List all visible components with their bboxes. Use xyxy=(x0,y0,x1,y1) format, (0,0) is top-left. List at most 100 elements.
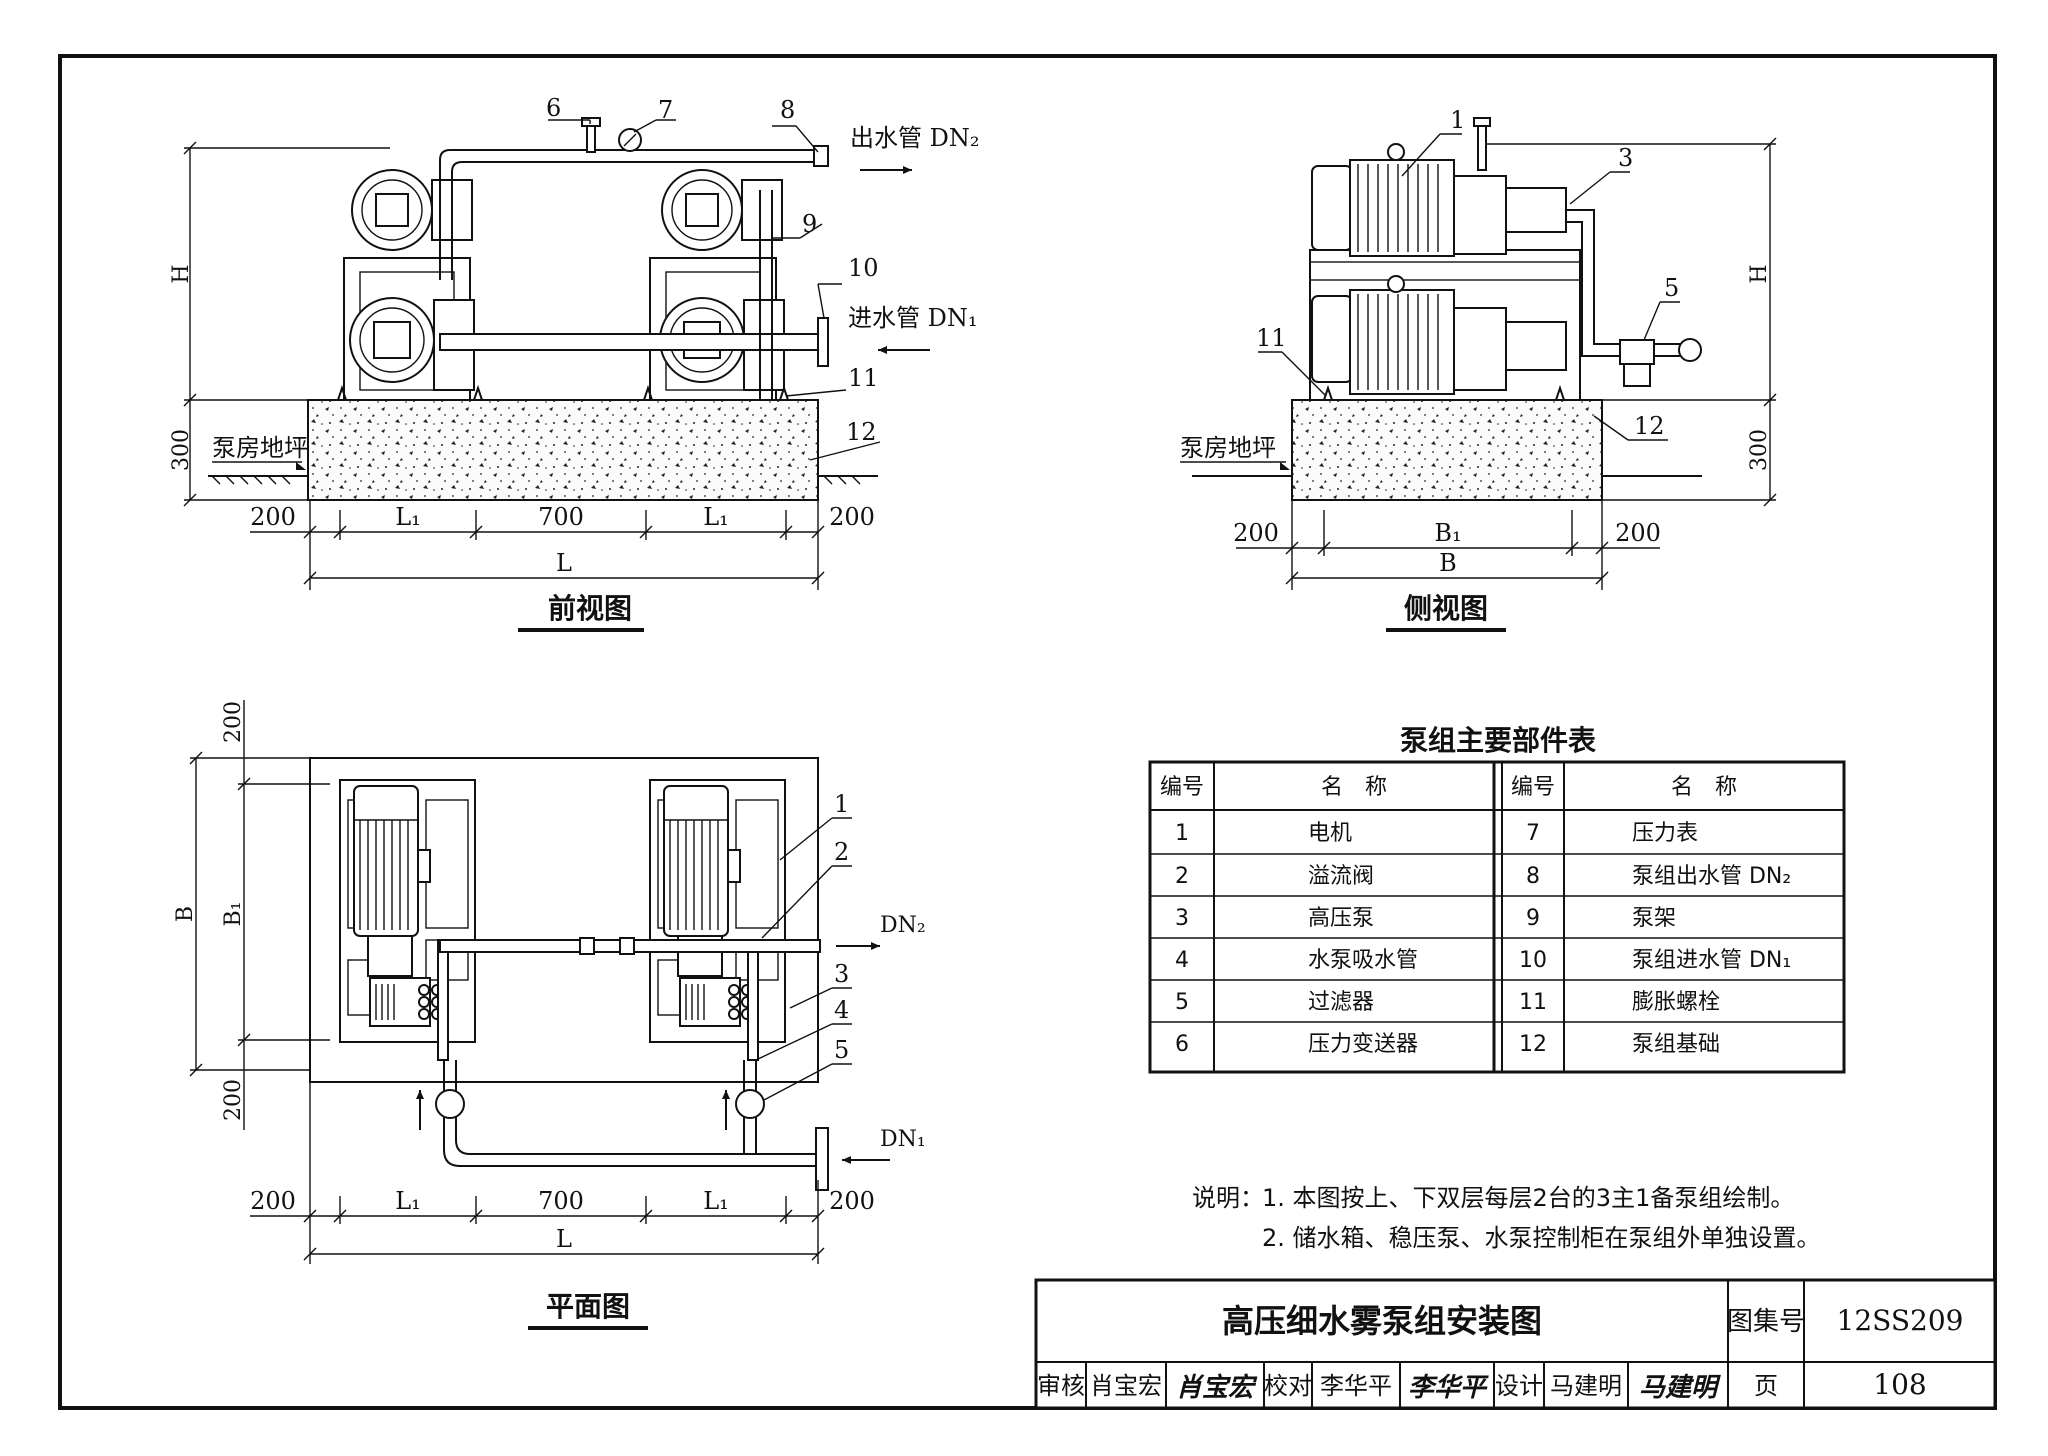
reviewer-name: 肖宝宏 xyxy=(1090,1372,1162,1400)
table-cell: 1 xyxy=(1175,821,1189,846)
atlas-number: 12SS209 xyxy=(1837,1304,1964,1337)
plan-dim-left-margin: 200 xyxy=(250,1187,296,1215)
front-pump-upper-left xyxy=(351,169,473,251)
front-dim-left-margin: 200 xyxy=(250,503,296,531)
table-cell: 溢流阀 xyxy=(1308,864,1374,889)
checker-signature: 李华平 xyxy=(1408,1373,1489,1403)
front-callout-7: 7 xyxy=(658,96,673,124)
front-height-label: H xyxy=(169,264,194,283)
side-callout-1: 1 xyxy=(1450,106,1465,134)
plan-dim-total: L xyxy=(556,1225,572,1253)
page-number: 108 xyxy=(1873,1368,1926,1401)
plan-top-margin-label: 200 xyxy=(221,701,246,743)
side-view: H 300 泵房地坪 200 B₁ 200 B 1 3 5 11 1 xyxy=(1180,106,1777,632)
front-callout-9: 9 xyxy=(802,210,817,238)
front-foundation xyxy=(307,399,819,501)
table-header-cell: 编号 xyxy=(1511,775,1555,800)
plan-dim-right-margin: 200 xyxy=(829,1187,875,1215)
front-pump-lower-left xyxy=(349,297,475,391)
front-view: H 300 泵房地坪 200 L₁ 700 L₁ 200 L 出水管 DN₂ 进… xyxy=(169,94,980,632)
side-callout-11: 11 xyxy=(1256,324,1287,352)
table-cell: 高压泵 xyxy=(1308,906,1374,931)
side-motor-lower xyxy=(1311,275,1567,395)
table-cell: 2 xyxy=(1175,864,1189,889)
table-cell: 9 xyxy=(1526,906,1540,931)
front-callout-12: 12 xyxy=(846,418,877,446)
side-motor-upper xyxy=(1311,117,1567,257)
table-cell: 3 xyxy=(1175,906,1189,931)
plan-foundation xyxy=(309,757,819,1083)
plan-dn2-label: DN₂ xyxy=(880,913,926,938)
front-callout-6: 6 xyxy=(546,94,561,122)
plan-view-title: 平面图 xyxy=(546,1290,630,1323)
side-foundation xyxy=(1291,399,1603,501)
table-cell: 4 xyxy=(1175,948,1189,973)
front-dim-middle: 700 xyxy=(538,503,584,531)
designer-signature: 马建明 xyxy=(1639,1373,1721,1403)
sheet-border xyxy=(58,54,1997,1410)
front-floor-label: 泵房地坪 xyxy=(212,434,308,462)
plan-view: DN₂ DN₁ B B₁ 200 200 200 L₁ 700 L₁ 200 xyxy=(173,700,926,1330)
plan-bottom-margin-label: 200 xyxy=(221,1079,246,1121)
table-cell: 11 xyxy=(1519,990,1547,1015)
notes: 说明： 1. 本图按上、下双层每层2台的3主1备泵组绘制。 2. 储水箱、稳压泵… xyxy=(1192,1184,1821,1252)
side-dim-b1: B₁ xyxy=(1434,519,1461,547)
notes-lead: 说明： xyxy=(1192,1184,1264,1212)
side-callout-3: 3 xyxy=(1618,144,1633,172)
table-cell: 电机 xyxy=(1308,821,1352,846)
front-dim-l1-left: L₁ xyxy=(395,503,421,531)
plan-b-label: B xyxy=(173,906,198,922)
table-cell: 10 xyxy=(1519,948,1547,973)
drawing-title: 高压细水雾泵组安装图 xyxy=(1222,1302,1542,1340)
designer-name: 马建明 xyxy=(1550,1372,1622,1400)
plan-dim-l1-right: L₁ xyxy=(703,1187,729,1215)
table-cell: 6 xyxy=(1175,1032,1189,1057)
side-dim-right-margin: 200 xyxy=(1615,519,1661,547)
side-floor-label: 泵房地坪 xyxy=(1180,434,1276,462)
design-label: 设计 xyxy=(1495,1372,1543,1400)
front-base-height-label: 300 xyxy=(169,429,194,471)
title-block: 高压细水雾泵组安装图 图集号 12SS209 审核 肖宝宏 肖宝宏 校对 李华平… xyxy=(1034,1278,1997,1410)
table-header-cell: 名 称 xyxy=(1671,775,1737,800)
checker-name: 李华平 xyxy=(1320,1372,1392,1400)
table-cell: 压力变送器 xyxy=(1308,1032,1418,1057)
side-height-label: H xyxy=(1747,264,1772,283)
side-base-height-label: 300 xyxy=(1747,429,1772,471)
table-cell: 水泵吸水管 xyxy=(1308,948,1418,973)
front-dim-l1-right: L₁ xyxy=(703,503,729,531)
plan-callout-3: 3 xyxy=(834,960,849,988)
page-label: 页 xyxy=(1754,1372,1778,1400)
notes-item-1: 1. 本图按上、下双层每层2台的3主1备泵组绘制。 xyxy=(1262,1184,1794,1212)
front-callout-10: 10 xyxy=(848,254,879,282)
front-out-pipe-label: 出水管 DN₂ xyxy=(850,124,980,152)
reviewer-signature: 肖宝宏 xyxy=(1176,1373,1258,1403)
plan-dim-middle: 700 xyxy=(538,1187,584,1215)
table-cell: 5 xyxy=(1175,990,1189,1015)
table-cell: 泵架 xyxy=(1632,906,1676,931)
side-view-title: 侧视图 xyxy=(1404,592,1488,625)
table-cell: 膨胀螺栓 xyxy=(1632,990,1720,1015)
side-dim-total: B xyxy=(1439,549,1457,577)
plan-callout-4: 4 xyxy=(834,996,849,1024)
plan-b1-label: B₁ xyxy=(221,902,246,927)
table-header-cell: 名 称 xyxy=(1321,775,1387,800)
review-label: 审核 xyxy=(1037,1372,1085,1400)
plan-dn1-label: DN₁ xyxy=(880,1127,926,1152)
plan-callout-5: 5 xyxy=(834,1036,849,1064)
front-pump-upper-right xyxy=(661,169,783,251)
table-cell: 8 xyxy=(1526,864,1540,889)
table-cell: 泵组基础 xyxy=(1632,1032,1720,1057)
front-in-pipe-label: 进水管 DN₁ xyxy=(848,304,978,332)
table-cell: 泵组出水管 DN₂ xyxy=(1632,864,1791,889)
front-callout-8: 8 xyxy=(780,96,795,124)
plan-dim-l1-left: L₁ xyxy=(395,1187,421,1215)
front-callout-11: 11 xyxy=(848,364,879,392)
front-view-title: 前视图 xyxy=(548,592,632,625)
table-cell: 泵组进水管 DN₁ xyxy=(1632,948,1791,973)
side-callout-5: 5 xyxy=(1664,274,1679,302)
front-dim-right-margin: 200 xyxy=(829,503,875,531)
plan-callout-1: 1 xyxy=(834,790,849,818)
